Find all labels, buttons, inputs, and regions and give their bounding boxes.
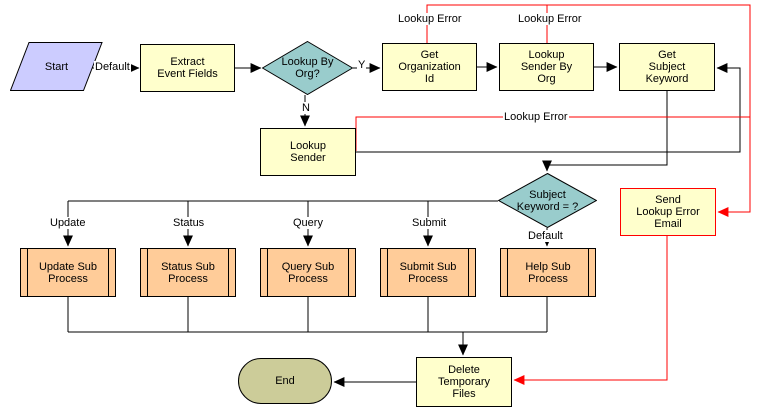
- node-label: Get Subject Keyword: [645, 49, 689, 85]
- subprocess-status: Status Sub Process: [140, 248, 236, 297]
- process-get-subject-keyword: Get Subject Keyword: [619, 43, 715, 91]
- edge-label-query: Query: [292, 217, 324, 229]
- node-label: End: [275, 375, 295, 387]
- decision-lookup-by-org: Lookup By Org?: [262, 41, 353, 95]
- node-label: Get Organization Id: [398, 49, 461, 85]
- node-label: Send Lookup Error Email: [636, 194, 700, 230]
- decision-diamond-shape: [262, 41, 353, 95]
- node-label: Lookup Sender: [289, 140, 327, 164]
- start-node: Start: [10, 42, 103, 91]
- edge-error-lookupsender: [355, 116, 750, 151]
- edge-label-update: Update: [49, 217, 87, 229]
- error-connectors: [355, 4, 751, 385]
- subprocess-bar: [468, 249, 469, 296]
- edge-label-submit: Submit: [411, 217, 448, 229]
- subprocess-bar: [27, 249, 28, 296]
- process-get-organization-id: Get Organization Id: [382, 43, 477, 91]
- node-label: Status Sub Process: [161, 260, 215, 285]
- subprocess-update: Update Sub Process: [20, 248, 116, 297]
- subprocess-bar: [228, 249, 229, 296]
- node-label: Subject Keyword = ?: [516, 188, 579, 213]
- node-label: Query Sub Process: [281, 260, 335, 285]
- edge-label-lookup-error-1: Lookup Error: [397, 13, 463, 25]
- node-label: Extract Event Fields: [157, 56, 218, 80]
- node-label: Submit Sub Process: [399, 260, 457, 285]
- subprocess-query: Query Sub Process: [260, 248, 356, 297]
- node-label: Lookup Sender By Org: [520, 49, 573, 85]
- edge-label-yes: Y: [357, 59, 367, 71]
- node-label: Help Sub Process: [525, 260, 571, 285]
- node-label: Lookup By Org?: [281, 56, 334, 80]
- edge-label-status: Status: [172, 217, 206, 229]
- process-lookup-sender: Lookup Sender: [260, 128, 356, 176]
- edge-error-sendemail-to-delete: [513, 236, 668, 385]
- process-delete-temporary-files: Delete Temporary Files: [416, 357, 512, 407]
- edge-label-lookup-error-2: Lookup Error: [517, 13, 583, 25]
- edge-getsubject-to-subjectkeyword: [542, 91, 668, 172]
- decision-diamond-shape: [498, 173, 597, 228]
- start-parallelogram-shape: [10, 42, 103, 91]
- decision-subject-keyword: Subject Keyword = ?: [498, 173, 597, 228]
- subprocess-submit: Submit Sub Process: [380, 248, 476, 297]
- subprocess-bar: [507, 249, 508, 296]
- edge-lookupsender-to-getsubject: [356, 63, 741, 153]
- subprocess-bar: [267, 249, 268, 296]
- edge-label-default-start: Default: [94, 61, 131, 73]
- edge-label-default-help: Default: [527, 230, 564, 242]
- process-lookup-sender-by-org: Lookup Sender By Org: [499, 43, 594, 91]
- subprocess-bar: [387, 249, 388, 296]
- edge-label-no: N: [301, 102, 311, 114]
- process-extract-event-fields: Extract Event Fields: [140, 44, 235, 92]
- node-label: Start: [44, 60, 69, 73]
- subprocess-bar: [588, 249, 589, 296]
- node-label: Update Sub Process: [38, 260, 98, 285]
- process-send-lookup-error-email: Send Lookup Error Email: [620, 188, 716, 236]
- subprocess-bar: [348, 249, 349, 296]
- end-node: End: [238, 358, 332, 404]
- subprocess-bar: [108, 249, 109, 296]
- edge-label-lookup-error-3: Lookup Error: [503, 111, 569, 123]
- subprocess-bar: [147, 249, 148, 296]
- subprocess-help: Help Sub Process: [500, 248, 596, 297]
- node-label: Delete Temporary Files: [438, 364, 490, 400]
